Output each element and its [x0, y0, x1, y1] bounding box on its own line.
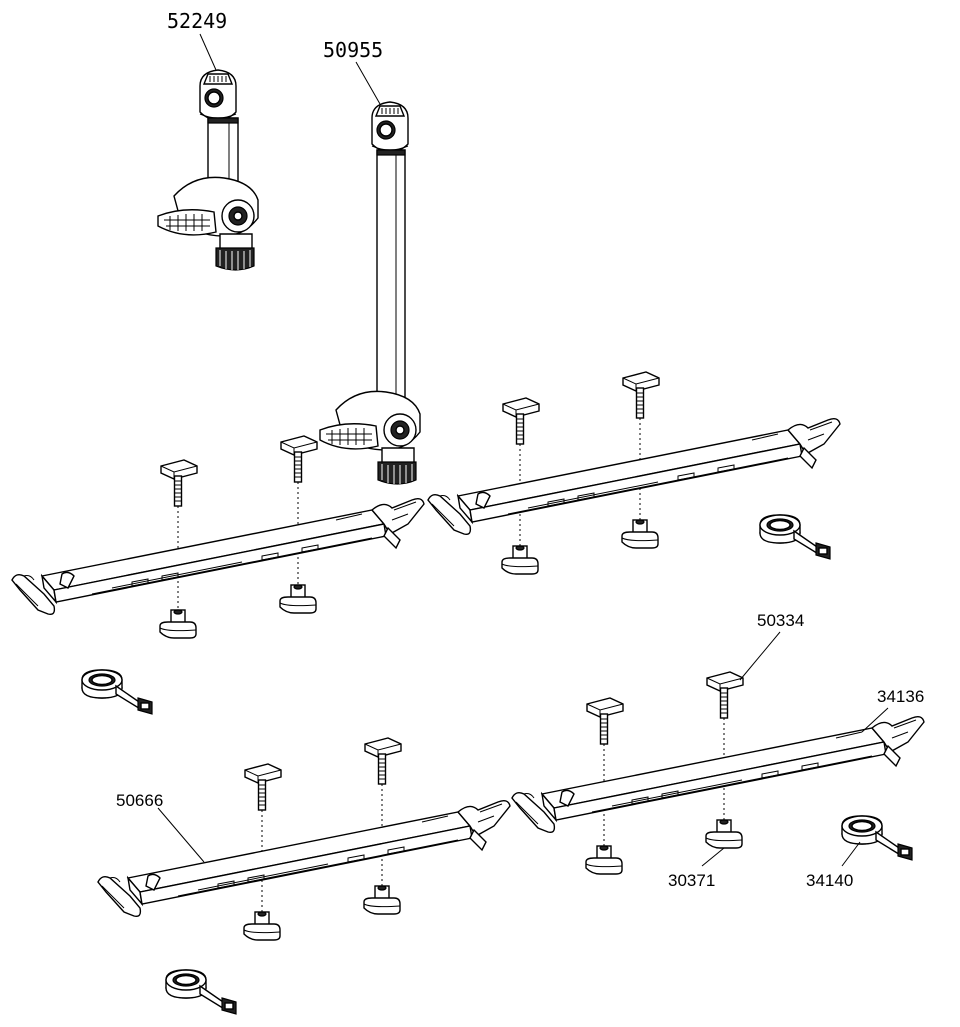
rail-assembly-3 — [97, 737, 511, 1015]
leader-lines — [157, 33, 889, 867]
rail-assembly-1 — [11, 435, 425, 715]
label-50955: 50955 — [323, 38, 383, 62]
label-30371: 30371 — [668, 871, 715, 890]
label-34140: 34140 — [806, 871, 853, 890]
label-52249: 52249 — [167, 9, 227, 33]
rail-assembly-2 — [427, 371, 841, 575]
fork-mount-short — [157, 69, 259, 271]
label-34136: 34136 — [877, 687, 924, 706]
fork-mount-tall — [319, 101, 421, 485]
rail-assembly-4 — [511, 671, 925, 875]
label-50666: 50666 — [116, 791, 163, 810]
label-50334: 50334 — [757, 611, 804, 630]
